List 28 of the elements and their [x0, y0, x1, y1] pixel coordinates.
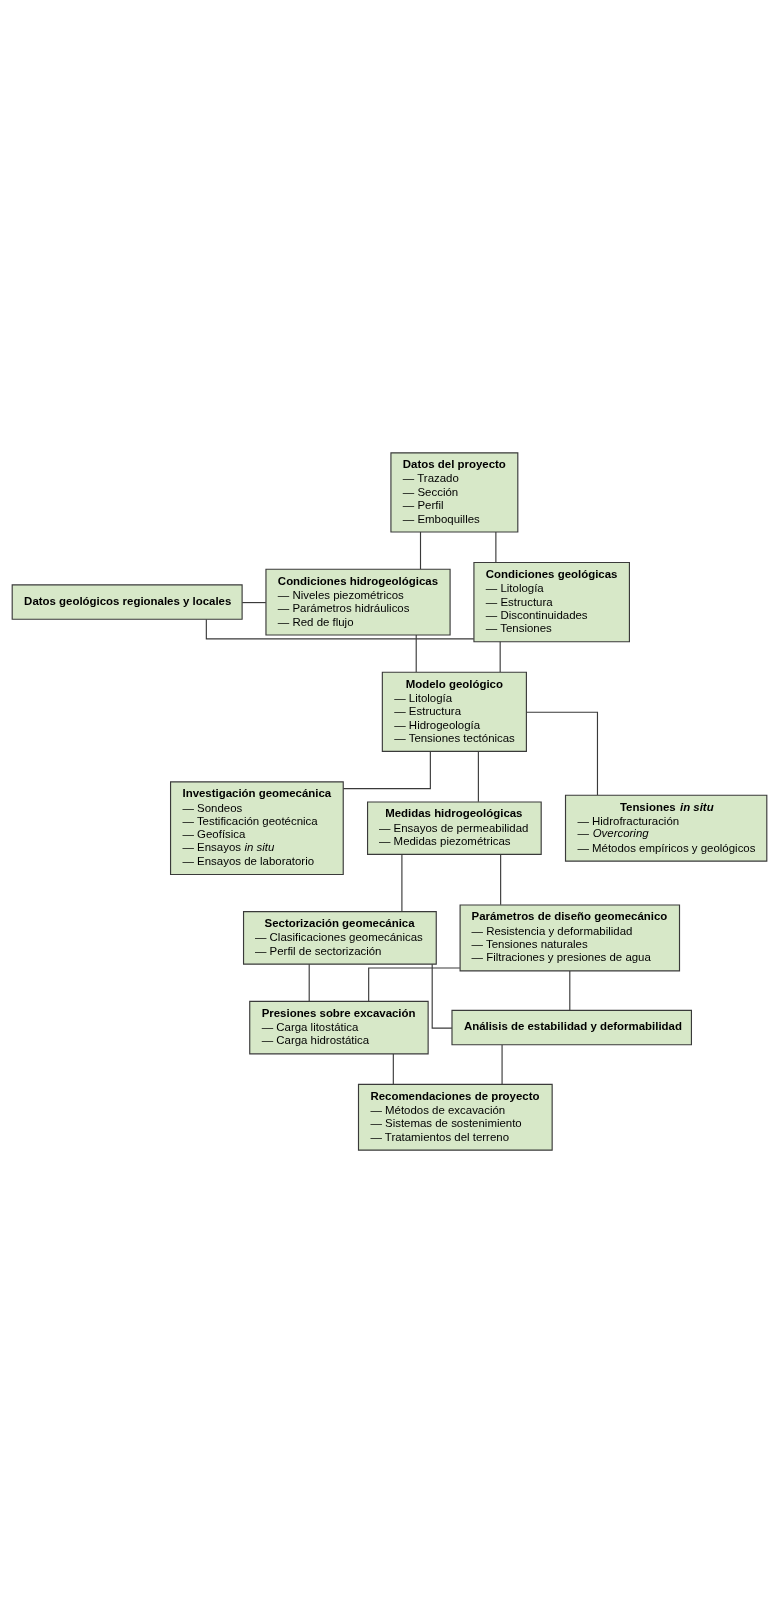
- connector: [477, 750, 479, 803]
- connector: [308, 963, 310, 1002]
- connector: [401, 853, 403, 913]
- connector: [392, 1053, 394, 1085]
- connector: [419, 531, 422, 570]
- node-box: Datos geológicos regionales y locales: [11, 584, 243, 620]
- node-box: Condiciones geológicas — Litología — Estructura — Discontinuidades — Tensiones: [473, 561, 630, 643]
- node-box: Modelo geológico — Litología — Estructura — Hidrogeología — Tensiones tectónicas: [381, 671, 527, 752]
- node-box: Presiones sobre excavación — Carga litostática — Carga hidrostática: [249, 1000, 429, 1055]
- node-box: Parámetros de diseño geomecánico — Resistencia y deformabilidad — Tensiones naturales — Filtraciones y presiones de agua: [459, 904, 681, 972]
- node-box: Medidas hidrogeológicas — Ensayos de permeabilidad — Medidas piezométricas: [367, 801, 542, 856]
- connector: [415, 634, 417, 673]
- connector: [368, 967, 461, 1002]
- node-box: Sectorización geomecánica — Clasificaciones geomecánicas — Perfil de sectorización: [242, 911, 437, 965]
- node-box: Tensiones in situ — Hidrofracturación — Overcoring — Métodos empíricos y geológicos: [564, 794, 768, 862]
- connector: [526, 711, 599, 796]
- node-box: Recomendaciones de proyecto — Métodos de excavación — Sistemas de sostenimiento — Tratamientos del terreno: [357, 1083, 553, 1151]
- node-box: Datos del proyecto — Trazado — Sección — Perfil — Emboquilles: [390, 452, 519, 533]
- connector: [500, 853, 502, 906]
- node-box: Investigación geomecánica — Sondeos — Testificación geotécnica — Geofísica — Ensayos in situ — Ensayos de laboratorio: [170, 781, 344, 876]
- connector: [499, 641, 501, 673]
- connector: [241, 602, 267, 604]
- connector: [569, 970, 571, 1011]
- connector: [495, 531, 497, 563]
- node-box: Análisis de estabilidad y deformabilidad: [451, 1009, 692, 1046]
- connector: [342, 751, 431, 790]
- node-box: Condiciones hidrogeológicas — Niveles piezométricos — Parámetros hidráulicos — Red de flujo: [265, 568, 451, 636]
- connector: [501, 1044, 503, 1085]
